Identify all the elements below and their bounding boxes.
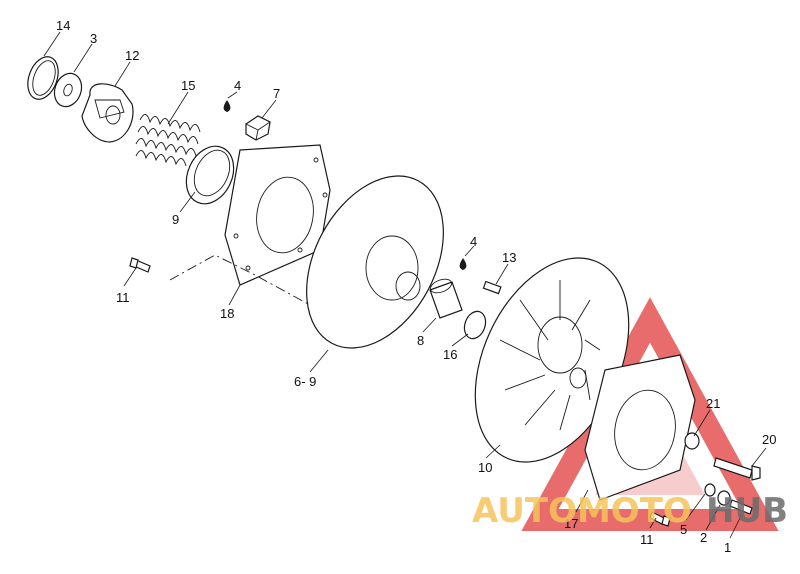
part-flange-plate	[224, 144, 331, 286]
callout-7: 7	[273, 86, 280, 101]
callout-6-9: 6- 9	[294, 374, 316, 389]
part-snap-ring	[27, 56, 59, 100]
callout-15: 15	[181, 78, 195, 93]
part-sleeve	[429, 278, 463, 319]
callout-8: 8	[417, 333, 424, 348]
watermark-text-b: HUB	[706, 491, 788, 531]
callout-14: 14	[56, 18, 70, 33]
grease-drop-icon	[459, 258, 467, 270]
callout-21: 21	[706, 396, 720, 411]
watermark-text-a: AUTOMOTO	[472, 491, 692, 531]
callout-4-second: 4	[470, 234, 477, 249]
part-spacer	[684, 432, 700, 450]
callout-18: 18	[220, 306, 234, 321]
callout-11-second: 11	[640, 532, 654, 547]
part-spring	[135, 114, 201, 167]
part-washer	[53, 72, 83, 108]
callout-10: 10	[478, 460, 492, 475]
part-slider-block	[245, 115, 271, 141]
callout-20: 20	[762, 432, 776, 447]
callout-5: 5	[680, 522, 687, 537]
callout-1: 1	[724, 540, 731, 555]
callout-3: 3	[90, 31, 97, 46]
part-washer-5	[704, 483, 716, 497]
callout-9: 9	[172, 212, 179, 227]
callout-4: 4	[234, 78, 241, 93]
part-long-bolt	[713, 457, 761, 481]
callout-12: 12	[125, 48, 139, 63]
part-movable-sheave	[306, 175, 444, 349]
part-key	[482, 280, 502, 295]
callout-2: 2	[700, 530, 707, 545]
part-bolt-11-lower	[649, 511, 671, 527]
part-cam	[81, 83, 134, 143]
leader-lines	[43, 31, 767, 539]
part-cover-plate	[584, 354, 696, 501]
part-bolt-1	[729, 499, 753, 515]
grease-drop-icon	[223, 100, 231, 112]
part-bushing-ring	[185, 145, 235, 205]
part-bolt-11-upper	[129, 257, 151, 273]
assembly-axis-line	[169, 254, 311, 306]
part-washer-2	[717, 490, 731, 506]
callout-17: 17	[564, 516, 578, 531]
callout-13: 13	[502, 250, 516, 265]
callout-16: 16	[443, 347, 457, 362]
part-spacer-washer	[463, 310, 487, 340]
watermark-text: AUTOMOTO HUB	[472, 491, 788, 531]
callout-11: 11	[116, 290, 130, 305]
